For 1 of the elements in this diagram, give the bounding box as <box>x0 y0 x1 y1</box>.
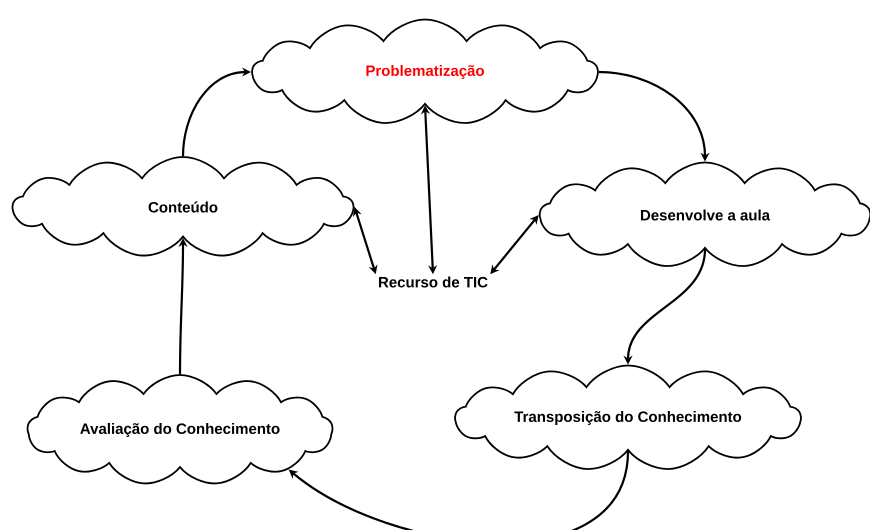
node-label: Recurso de TIC <box>379 276 488 288</box>
